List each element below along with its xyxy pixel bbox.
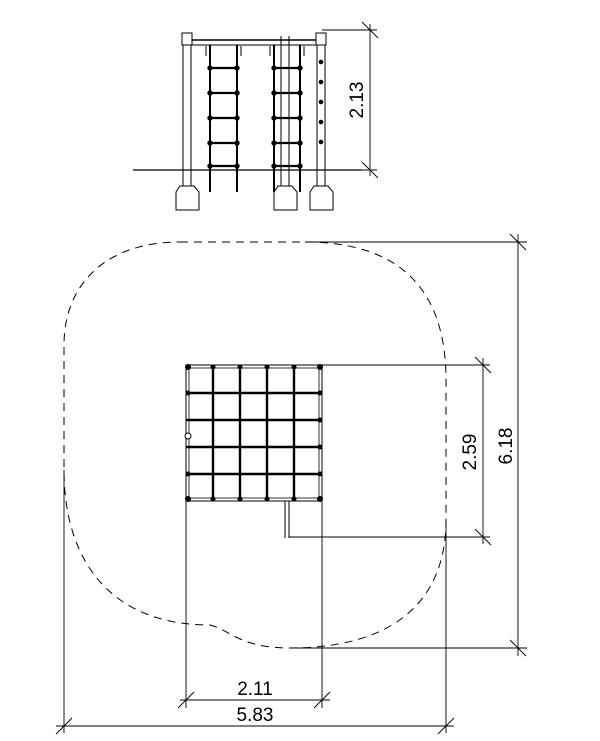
post-middle <box>273 36 298 211</box>
safety-zone-width-label: 5.83 <box>237 705 274 726</box>
frame-width-label: 2.11 <box>237 679 273 700</box>
ladder-left <box>205 45 242 192</box>
post-left <box>175 32 200 211</box>
safety-zone-depth-label: 6.18 <box>496 428 517 465</box>
elevation-height-dimension <box>322 21 379 179</box>
ladder-right <box>269 45 305 192</box>
elevation-height-label: 2.13 <box>347 82 368 119</box>
post-right <box>309 32 334 211</box>
climbing-grid-plan <box>184 364 323 538</box>
plan-dimension-lines <box>55 233 527 735</box>
frame-depth-label: 2.59 <box>460 434 481 471</box>
top-beam <box>182 39 322 46</box>
safety-zone-outline <box>63 241 447 649</box>
elevation-view <box>133 21 379 211</box>
